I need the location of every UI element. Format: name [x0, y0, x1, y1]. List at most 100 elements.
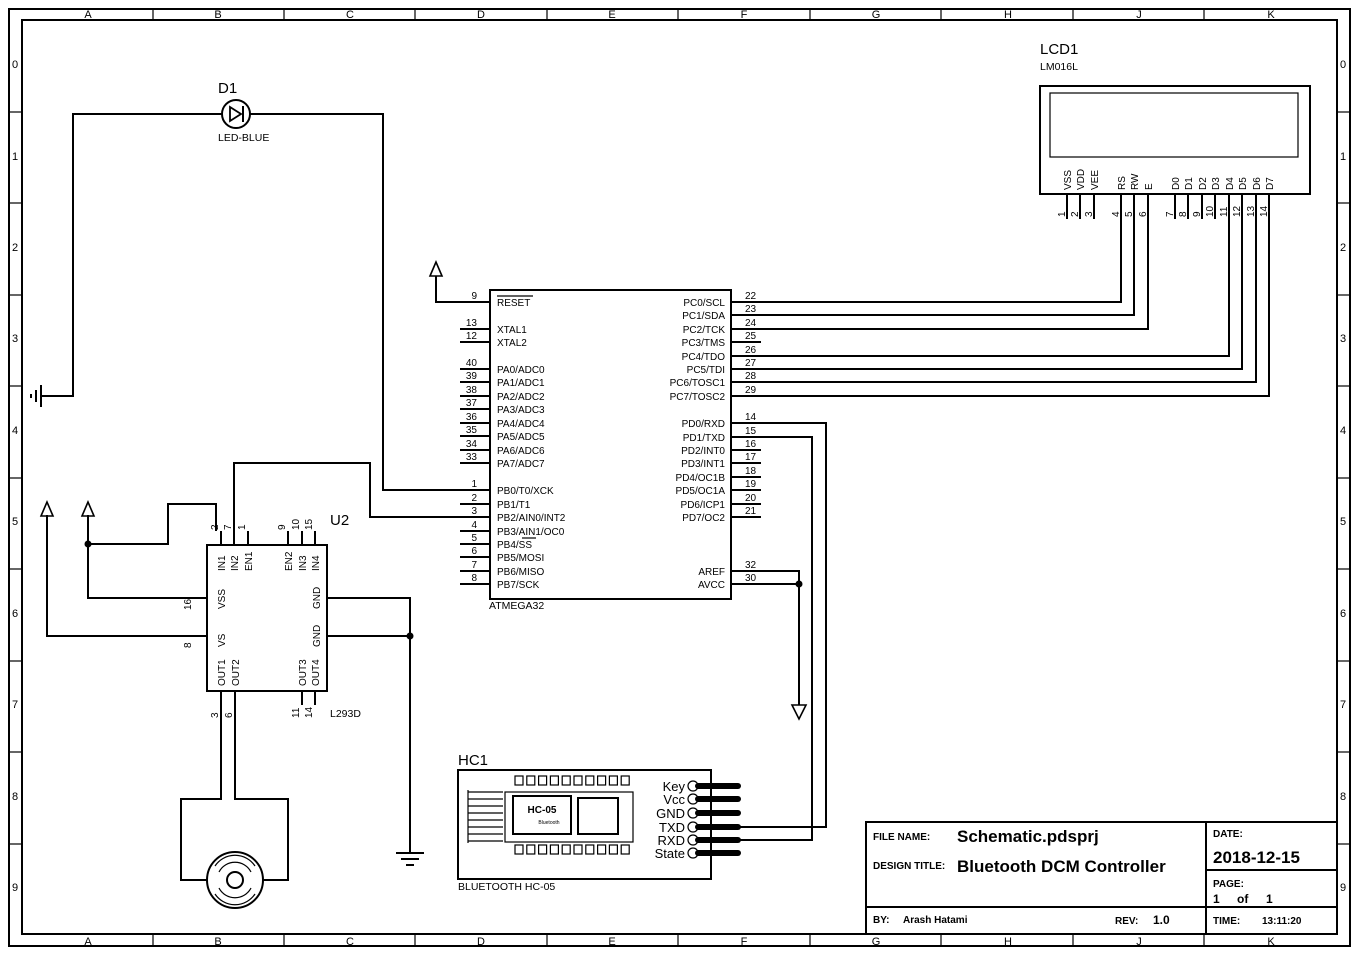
mcu-pin-number: 20	[745, 493, 757, 504]
mcu-pin-number: 32	[745, 560, 757, 571]
mcu-value: ATMEGA32	[489, 600, 544, 612]
grid-col-label-bottom: K	[1267, 936, 1275, 948]
ground-arrow-aref	[790, 704, 808, 721]
mcu-pin-name: AREF	[698, 567, 725, 578]
bluetooth-pads	[514, 775, 630, 855]
bluetooth-pin-name: State	[655, 846, 685, 861]
mcu-pin-number: 37	[466, 398, 478, 409]
file-name-label: FILE NAME:	[873, 832, 930, 843]
mcu-pin-name: PC3/TMS	[682, 338, 726, 349]
mcu-pin-number: 18	[745, 466, 757, 477]
by-label: BY:	[873, 915, 889, 926]
mcu-pin-name: PA0/ADC0	[497, 365, 545, 376]
date-value: 2018-12-15	[1213, 848, 1300, 867]
author: Arash Hatami	[903, 915, 968, 926]
bluetooth-pad	[514, 775, 524, 786]
grid-col-label-top: K	[1267, 9, 1275, 21]
lcd-screen	[1049, 92, 1299, 158]
grid-row-label-right: 3	[1340, 333, 1346, 345]
mcu-pin-name: PC6/TOSC1	[670, 378, 726, 389]
ground-symbol-driver	[396, 852, 424, 866]
bluetooth-pad	[537, 775, 548, 786]
bluetooth-chip-2	[577, 797, 619, 835]
mcu-pin-name: XTAL2	[497, 338, 527, 349]
bluetooth-hc05[interactable]: HC1 BLUETOOTH HC-05 HC-05 Bluetooth KeyV…	[457, 752, 741, 893]
mcu-pin-name: PB2/AIN0/INT2	[497, 513, 566, 524]
grid-row-label-right: 4	[1340, 425, 1346, 437]
driver-pin-name: IN4	[311, 555, 322, 571]
lcd-pin-name: D7	[1265, 177, 1276, 190]
bluetooth-pad	[573, 844, 583, 855]
driver-pin-name: EN2	[284, 551, 295, 571]
lcd-pin-number: 14	[1259, 205, 1270, 217]
driver-pin-name: OUT2	[231, 659, 242, 686]
lcd-pin-number: 4	[1111, 211, 1122, 217]
lcd-lm016l[interactable]: LCD1 LM016L VSS1VDD2VEE3RS4RW5E6D07D18D2…	[1039, 41, 1311, 219]
mcu-pin-name: PA7/ADC7	[497, 459, 545, 470]
grid-col-label-bottom: B	[214, 936, 221, 948]
dc-motor[interactable]	[206, 851, 264, 909]
lcd-pin-name: D2	[1198, 177, 1209, 190]
grid-col-label-top: G	[872, 9, 881, 21]
grid-col-label-bottom: G	[872, 936, 881, 948]
mcu-pin-name: PB6/MISO	[497, 567, 544, 578]
grid-row-label-right: 2	[1340, 242, 1346, 254]
mcu-atmega32[interactable]: ATMEGA32 9RESET13XTAL112XTAL240PA0/ADC03…	[460, 289, 761, 612]
lcd-pin-number: 3	[1084, 211, 1095, 217]
mcu-pin-name: AVCC	[698, 580, 725, 591]
bluetooth-pad	[526, 844, 536, 855]
lcd-pin-number: 6	[1138, 211, 1149, 217]
grid-col-label-bottom: A	[84, 936, 92, 948]
mcu-pin-number: 5	[471, 533, 477, 544]
grid-row-label-left: 8	[12, 791, 18, 803]
bluetooth-pad	[596, 775, 607, 786]
driver-pin-name: IN1	[217, 555, 228, 571]
bluetooth-pad	[549, 844, 560, 855]
grid-row-label-left: 0	[12, 59, 18, 71]
vcc-arrow-vss	[80, 499, 96, 517]
mcu-pin-name: PD3/INT1	[681, 459, 725, 470]
lcd-pin-number: 11	[1219, 206, 1230, 217]
mcu-pin-number: 9	[471, 291, 477, 302]
mcu-pin-name: RESET	[497, 298, 530, 309]
bluetooth-pad	[549, 775, 560, 786]
mcu-pin-number: 2	[471, 493, 477, 504]
driver-pin-name: OUT4	[311, 659, 322, 686]
lcd-pin-name: VEE	[1090, 170, 1101, 190]
grid-col-label-bottom: J	[1136, 936, 1142, 948]
mcu-pin-number: 19	[745, 479, 757, 490]
bluetooth-pad	[537, 844, 548, 855]
driver-body	[206, 544, 328, 692]
driver-pin-number: 16	[183, 598, 194, 610]
lcd-pin-number: 8	[1178, 211, 1189, 217]
mcu-pin-number: 8	[471, 573, 477, 584]
mcu-pin-number: 17	[745, 452, 757, 463]
bluetooth-value: BLUETOOTH HC-05	[458, 881, 555, 893]
lcd-pin-name: D0	[1171, 177, 1182, 190]
driver-pin-name: IN2	[230, 555, 241, 571]
led-d1[interactable]: D1 LED-BLUE	[218, 80, 269, 144]
grid-col-label-top: D	[477, 9, 485, 21]
bluetooth-pad	[585, 775, 595, 786]
mcu-pin-name: PD0/RXD	[682, 419, 725, 430]
mcu-pin-name: PD4/OC1B	[676, 473, 726, 484]
grid-col-label-top: E	[608, 9, 615, 21]
mcu-pin-number: 30	[745, 573, 757, 584]
lcd-pin-group: VSS1VDD2VEE3RS4RW5E6D07D18D29D310D411D51…	[1057, 169, 1276, 219]
bluetooth-pad	[573, 775, 583, 786]
mcu-pin-number: 4	[471, 520, 477, 531]
mcu-pin-number: 15	[745, 426, 757, 437]
led-symbol	[221, 99, 251, 129]
file-name: Schematic.pdsprj	[957, 827, 1099, 846]
mcu-pin-name: PA6/ADC6	[497, 446, 545, 457]
lcd-pin-name: D3	[1211, 177, 1222, 190]
mcu-pin-number: 1	[471, 479, 477, 490]
mcu-pin-name: PB1/T1	[497, 500, 531, 511]
mcu-pin-number: 14	[745, 412, 757, 423]
page-total: 1	[1266, 892, 1273, 906]
mcu-pin-name: PC1/SDA	[682, 311, 725, 322]
mcu-pin-number: 25	[745, 331, 757, 342]
